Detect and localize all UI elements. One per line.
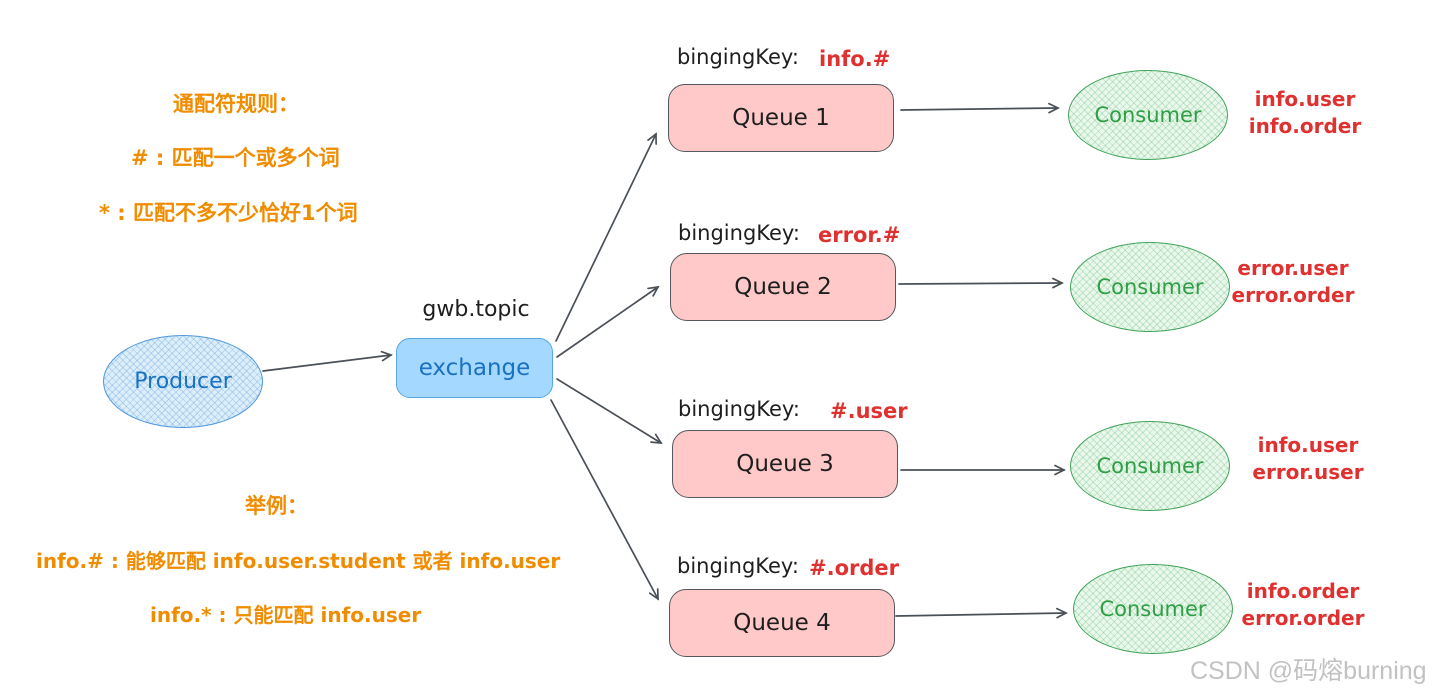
arrow-exchange-to-queue4 [550,399,659,601]
queue1-label: Queue 1 [732,105,830,131]
consumer1-message-2: info.order [1248,114,1362,138]
consumer3-message-2: error.user [1252,460,1364,484]
wildcard-rule-hash: # : 匹配一个或多个词 [131,146,340,170]
arrow-exchange-to-queue1 [555,132,657,342]
binding-key-label-2: bingingKey: [678,221,800,245]
binding-key-label-1: bingingKey: [677,45,799,69]
exchange-node: exchange [396,338,553,398]
consumer2-label: Consumer [1096,275,1204,299]
binding-key-value-4: #.order [809,556,899,580]
consumer1-messages: info.user info.order [1240,86,1370,140]
binding-key-label-4: bingingKey: [677,554,799,578]
binding-key-value-3: #.user [830,399,908,423]
producer-label: Producer [134,369,232,394]
consumer3-node: Consumer [1070,421,1230,511]
consumer4-message-2: error.order [1241,606,1365,630]
queue2-node: Queue 2 [670,253,896,321]
consumer3-messages: info.user error.user [1243,432,1373,486]
arrow-exchange-to-queue3 [556,378,663,444]
arrow-queue4-to-consumer4 [895,607,1068,619]
arrow-queue1-to-consumer1 [900,102,1060,114]
arrow-producer-to-exchange [262,350,393,372]
consumer3-label: Consumer [1096,454,1204,478]
consumer4-node: Consumer [1073,564,1233,654]
queue1-node: Queue 1 [668,84,894,152]
example-star: info.* : 只能匹配 info.user [150,603,422,627]
consumer1-message-1: info.user [1254,87,1356,111]
wildcard-rule-star: * : 匹配不多不少恰好1个词 [99,201,358,225]
consumer1-label: Consumer [1094,103,1202,127]
consumer2-messages: error.user error.order [1228,255,1358,309]
producer-node: Producer [103,335,263,428]
consumer4-message-1: info.order [1246,579,1360,603]
arrow-queue2-to-consumer2 [898,277,1064,289]
binding-key-value-1: info.# [819,47,891,71]
wildcard-rules-title: 通配符规则： [173,92,299,116]
queue3-label: Queue 3 [736,451,834,477]
binding-key-value-2: error.# [818,223,901,247]
exchange-name-label: gwb.topic [422,297,530,322]
consumer4-label: Consumer [1099,597,1207,621]
queue3-node: Queue 3 [672,430,898,498]
consumer2-message-1: error.user [1237,256,1349,280]
queue4-node: Queue 4 [669,589,895,657]
csdn-watermark: CSDN @码熔burning [1190,657,1427,685]
example-hash: info.# : 能够匹配 info.user.student 或者 info.… [36,549,561,573]
queue2-label: Queue 2 [734,274,832,300]
exchange-label: exchange [418,355,531,381]
binding-key-label-3: bingingKey: [678,397,800,421]
consumer1-node: Consumer [1068,70,1228,160]
consumer2-node: Consumer [1070,242,1230,332]
consumer3-message-1: info.user [1257,433,1359,457]
arrow-exchange-to-queue2 [556,285,660,358]
queue4-label: Queue 4 [733,610,831,636]
examples-title: 举例： [245,494,308,518]
consumer2-message-2: error.order [1231,283,1355,307]
consumer4-messages: info.order error.order [1238,578,1368,632]
